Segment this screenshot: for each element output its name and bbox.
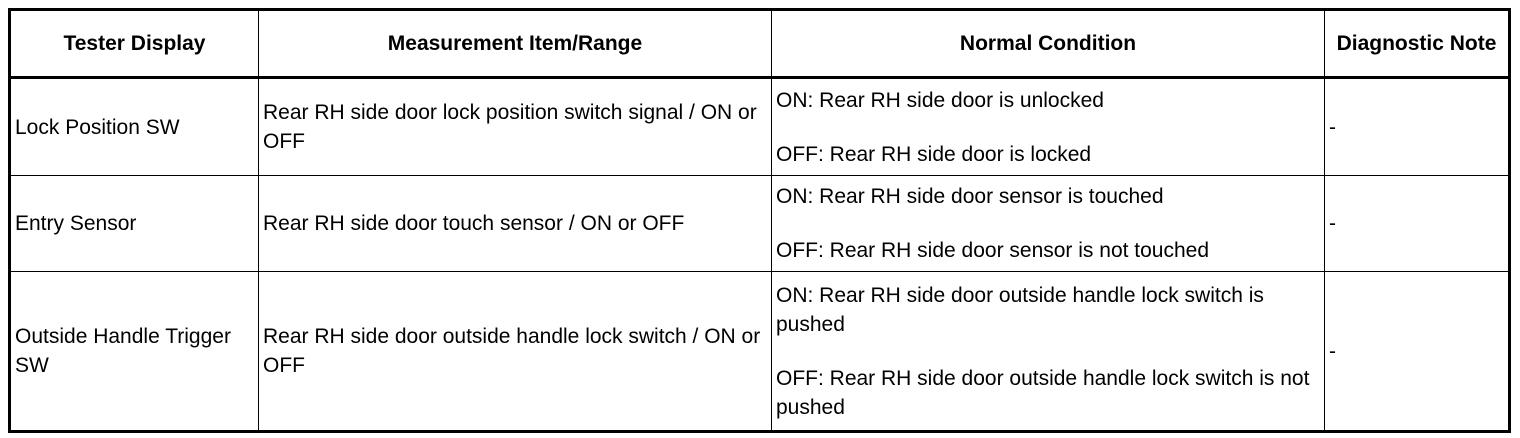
measurement-cell: Rear RH side door lock position switch s… (258, 77, 772, 176)
header-measurement-item: Measurement Item/Range (258, 9, 772, 78)
condition-off: OFF: Rear RH side door is locked (776, 142, 1092, 166)
tester-display-cell: Lock Position SW (9, 77, 259, 176)
tester-display-cell: Entry Sensor (9, 175, 259, 272)
diagnostic-note-cell: - (1324, 175, 1510, 272)
normal-condition-cell: ON: Rear RH side door sensor is touched … (771, 175, 1325, 272)
tester-display-cell: Outside Handle Trigger SW (9, 271, 259, 432)
condition-on: ON: Rear RH side door sensor is touched (776, 185, 1164, 208)
header-diagnostic-note: Diagnostic Note (1324, 9, 1510, 78)
condition-off: OFF: Rear RH side door outside handle lo… (776, 366, 1310, 419)
data-list-table: Tester Display Measurement Item/Range No… (8, 8, 1511, 433)
table-row: Lock Position SW Rear RH side door lock … (9, 77, 1510, 176)
condition-on: ON: Rear RH side door is unlocked (776, 88, 1104, 112)
diagnostic-note-cell: - (1324, 77, 1510, 176)
condition-on: ON: Rear RH side door outside handle loc… (776, 283, 1264, 336)
diagnostic-note-cell: - (1324, 271, 1510, 432)
normal-condition-cell: ON: Rear RH side door is unlocked OFF: R… (771, 77, 1325, 176)
table-header-row: Tester Display Measurement Item/Range No… (9, 9, 1510, 78)
condition-off: OFF: Rear RH side door sensor is not tou… (776, 239, 1210, 262)
table-row: Outside Handle Trigger SW Rear RH side d… (9, 271, 1510, 432)
normal-condition-cell: ON: Rear RH side door outside handle loc… (771, 271, 1325, 432)
table-row: Entry Sensor Rear RH side door touch sen… (9, 175, 1510, 272)
measurement-cell: Rear RH side door touch sensor / ON or O… (258, 175, 772, 272)
header-normal-condition: Normal Condition (771, 9, 1325, 78)
header-tester-display: Tester Display (9, 9, 259, 78)
measurement-cell: Rear RH side door outside handle lock sw… (258, 271, 772, 432)
